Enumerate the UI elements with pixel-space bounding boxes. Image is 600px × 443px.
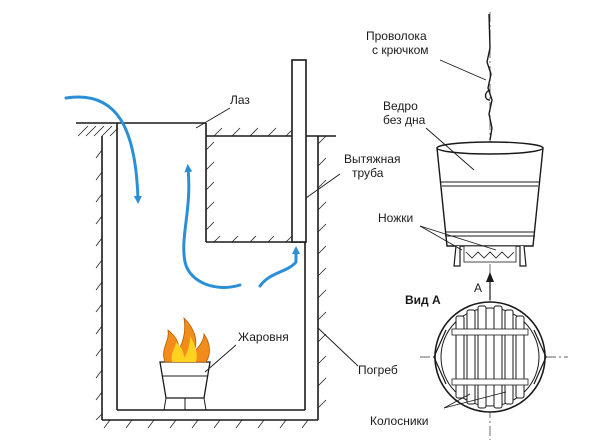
flow-arrow-up-pipe	[258, 246, 300, 288]
grate-top-view	[420, 301, 568, 413]
flame-icon	[163, 316, 210, 363]
label-exhaust-pipe-line2: труба	[352, 166, 384, 180]
cellar-section	[64, 59, 359, 429]
brazier	[159, 316, 211, 411]
label-wire-line1: Проволока	[366, 29, 427, 43]
label-arrow-a: А	[474, 281, 482, 295]
label-bucket-line1: Ведро	[383, 99, 418, 113]
bucket-legs	[453, 245, 527, 267]
right-wall-hatch	[317, 135, 327, 409]
label-exhaust-pipe-line1: Вытяжная	[344, 152, 400, 166]
view-a-arrow-icon	[486, 272, 494, 282]
label-view-a: Вид А	[405, 293, 441, 307]
label-laz: Лаз	[230, 93, 250, 107]
label-brazier: Жаровня	[238, 330, 289, 344]
label-legs: Ножки	[378, 211, 413, 225]
inner-block-hatch	[205, 127, 293, 243]
label-cellar: Погреб	[358, 363, 398, 377]
label-bucket: Ведро без дна	[383, 99, 426, 127]
label-grates: Колосники	[370, 414, 429, 428]
left-wall-hatch	[95, 149, 103, 421]
label-wire: Проволока с крючком	[366, 29, 430, 57]
label-wire-line2: с крючком	[372, 43, 429, 57]
wire-with-hook	[486, 13, 493, 141]
bucket-assembly	[419, 12, 568, 440]
label-bucket-line2: без дна	[383, 113, 426, 127]
bucket-body	[436, 147, 544, 247]
ground-hatch-left	[77, 125, 119, 137]
flow-arrow-down	[64, 95, 142, 204]
floor-hatch	[103, 419, 309, 429]
flow-arrow-up-laz	[182, 164, 242, 289]
hook-icon	[484, 89, 491, 101]
exhaust-pipe	[291, 59, 307, 243]
label-exhaust-pipe: Вытяжная труба	[344, 152, 404, 180]
